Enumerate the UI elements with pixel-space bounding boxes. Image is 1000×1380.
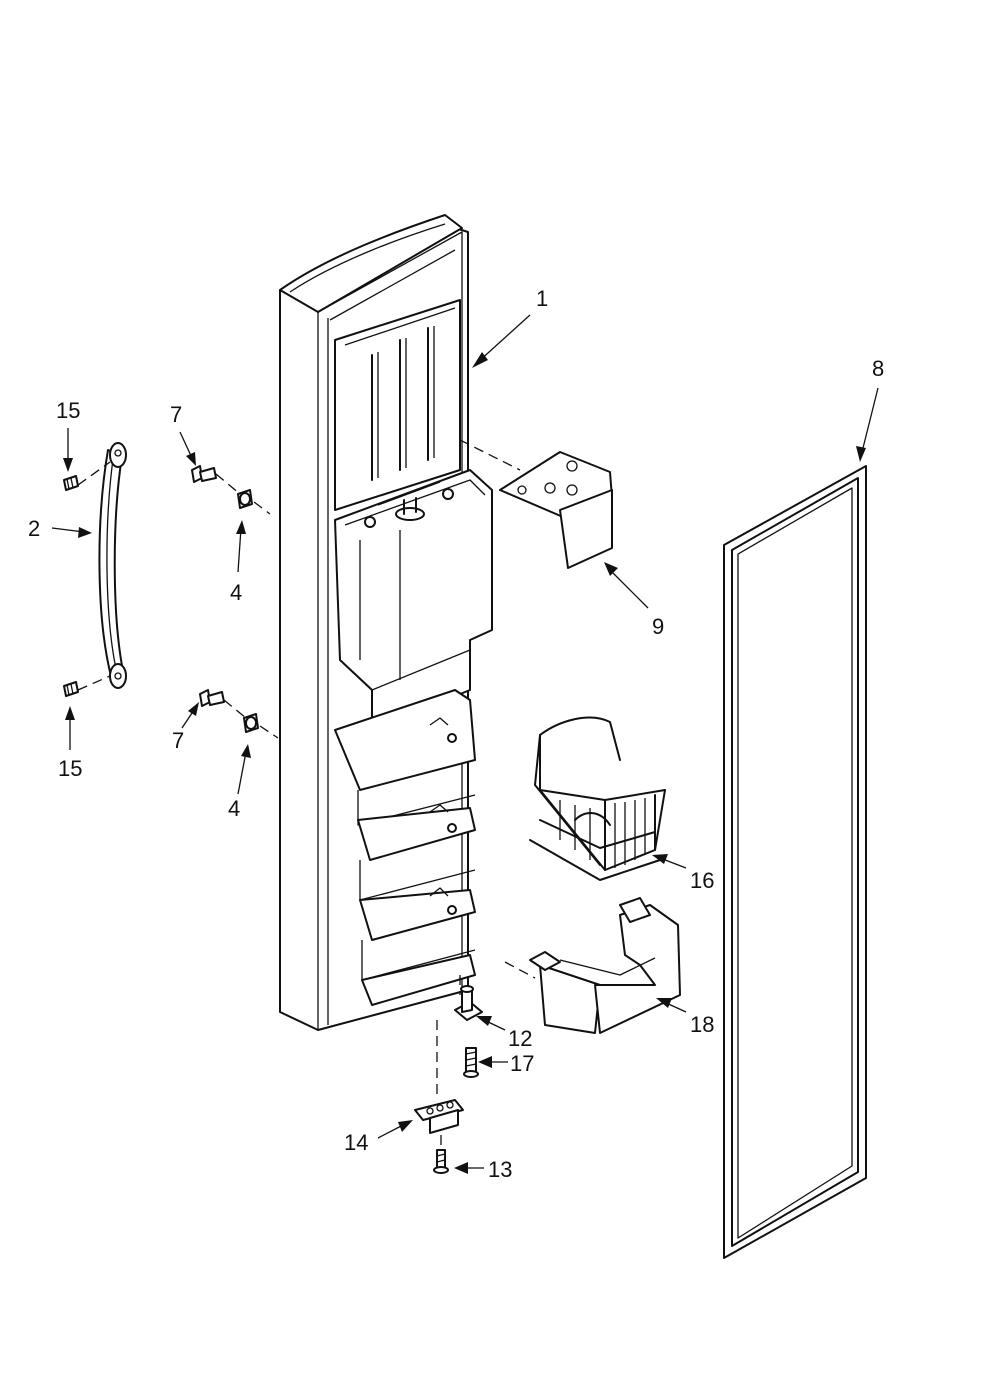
- part-4-spacer-top: [237, 489, 271, 515]
- callout-18: 18: [690, 1012, 714, 1037]
- part-18-door-bin: [504, 897, 681, 1034]
- part-14-hinge-bracket: [414, 975, 464, 1134]
- callout-9: 9: [652, 614, 664, 639]
- part-17-screw: [463, 1047, 479, 1078]
- callout-17: 17: [510, 1051, 534, 1076]
- callout-labels: 1 8 9 16 18 12 17 14 13 2 15 15 7 7 4 4: [28, 286, 884, 1182]
- callout-4-bottom: 4: [228, 796, 240, 821]
- callout-12: 12: [508, 1026, 532, 1051]
- callout-15-bottom: 15: [58, 756, 82, 781]
- part-9-bracket-pad: [459, 439, 613, 569]
- callout-7-top: 7: [170, 402, 182, 427]
- callout-8: 8: [872, 356, 884, 381]
- callout-1: 1: [536, 286, 548, 311]
- part-4-spacer-bottom: [243, 713, 279, 739]
- callout-14: 14: [344, 1130, 368, 1155]
- part-12-hinge-pin: [454, 985, 483, 1021]
- part-2-handle: [77, 442, 127, 691]
- callout-13: 13: [488, 1157, 512, 1182]
- callout-15-top: 15: [56, 398, 80, 423]
- part-1-freezer-door: [279, 214, 493, 1031]
- part-8-door-gasket: [723, 465, 867, 1259]
- part-16-wire-basket: [529, 716, 666, 881]
- callout-2: 2: [28, 516, 40, 541]
- part-15-set-screw-top: [63, 475, 79, 491]
- callout-4-top: 4: [230, 580, 242, 605]
- callout-16: 16: [690, 868, 714, 893]
- part-7-screw-top: [191, 465, 241, 495]
- part-15-set-screw-bottom: [63, 681, 79, 697]
- part-7-screw-bottom: [199, 689, 247, 719]
- leader-lines: [51, 314, 879, 1174]
- part-13-screw: [433, 1135, 449, 1174]
- callout-7-bottom: 7: [172, 728, 184, 753]
